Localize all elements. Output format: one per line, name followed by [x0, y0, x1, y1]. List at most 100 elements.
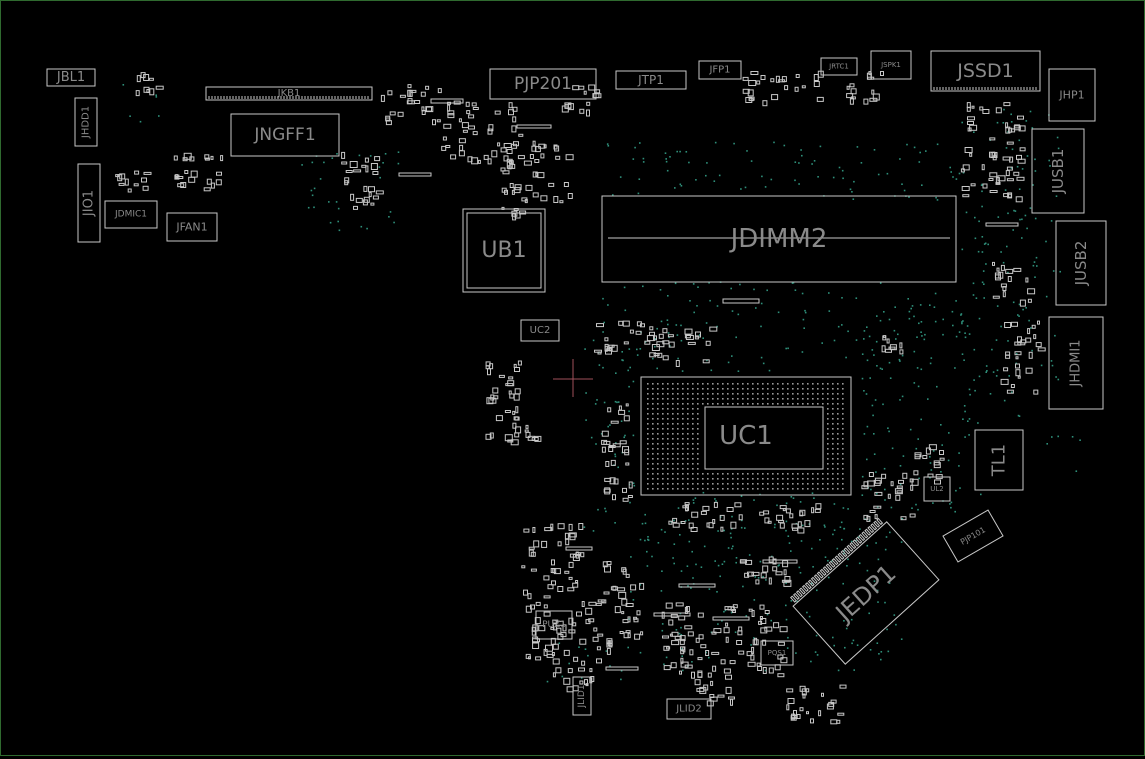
- smd-pad: [174, 174, 180, 180]
- smd-pad: [531, 437, 539, 441]
- bga-pad: [732, 473, 734, 475]
- via: [842, 177, 844, 180]
- bga-pad: [667, 488, 669, 490]
- smd-pad: [770, 78, 775, 83]
- bga-pad: [662, 383, 664, 385]
- via: [730, 536, 732, 539]
- bga-pad: [652, 403, 654, 405]
- component-jedp1[interactable]: JEDP1: [788, 516, 940, 665]
- bga-pad: [797, 398, 799, 400]
- smd-pad: [517, 360, 522, 366]
- via: [853, 180, 855, 183]
- bga-pad: [812, 388, 814, 390]
- smd-pad: [495, 415, 503, 422]
- via: [628, 348, 631, 350]
- via: [665, 656, 668, 659]
- via: [1008, 375, 1010, 377]
- component-jdmic1[interactable]: JDMIC1: [104, 200, 158, 229]
- component-jbl1[interactable]: JBL1: [46, 68, 96, 87]
- bga-pad: [837, 428, 839, 430]
- smd-pad: [772, 566, 778, 572]
- component-jspk1[interactable]: JSPK1: [870, 50, 912, 80]
- smd-pad: [585, 607, 593, 615]
- component-jssd1[interactable]: JSSD1: [930, 50, 1041, 92]
- via: [619, 176, 622, 178]
- component-jrtc1[interactable]: JRTC1: [820, 57, 858, 76]
- pin: [792, 592, 800, 601]
- bga-pad: [762, 478, 764, 480]
- component-pjp101[interactable]: PJP101: [942, 509, 1004, 563]
- via: [639, 538, 642, 541]
- component-jtp1[interactable]: JTP1: [615, 70, 687, 90]
- die-outline: [704, 406, 824, 470]
- component-jdimm2[interactable]: JDIMM2: [601, 195, 957, 283]
- bga-pad: [772, 478, 774, 480]
- bga-pad: [667, 453, 669, 455]
- smd-pad: [1006, 389, 1014, 394]
- smd-pad: [355, 197, 363, 203]
- component-jhdd1[interactable]: JHDD1: [74, 97, 98, 147]
- via: [1014, 210, 1017, 212]
- via: [388, 216, 390, 218]
- component-ub1[interactable]: UB1: [462, 208, 546, 293]
- bga-pad: [662, 433, 664, 435]
- smd-pad: [966, 106, 971, 112]
- via: [1036, 265, 1038, 267]
- bga-pad: [827, 473, 829, 475]
- bga-pad: [752, 478, 754, 480]
- component-outline: [870, 50, 912, 80]
- smd-pad: [739, 560, 747, 564]
- bga-pad: [652, 468, 654, 470]
- via: [870, 488, 872, 491]
- component-jhdmi1[interactable]: JHDMI1: [1048, 316, 1104, 410]
- smd-pad: [443, 123, 452, 129]
- component-uc1[interactable]: UC1: [640, 376, 852, 496]
- component-uc2[interactable]: UC2: [520, 319, 560, 342]
- component-pjp201[interactable]: PJP201: [489, 68, 597, 100]
- component-jusb2[interactable]: JUSB2: [1055, 220, 1107, 306]
- smd-pad: [726, 507, 734, 512]
- trace-bar: [722, 298, 760, 304]
- via: [673, 519, 675, 522]
- smd-pad: [821, 692, 824, 697]
- smd-pad: [210, 155, 214, 160]
- component-ul2[interactable]: UL2: [923, 476, 951, 502]
- smd-pad: [679, 638, 685, 645]
- via: [830, 560, 833, 563]
- component-jio1[interactable]: JIO1: [77, 163, 101, 243]
- via: [841, 297, 843, 299]
- via: [630, 591, 632, 593]
- bga-pad: [812, 473, 814, 475]
- smd-pad: [783, 569, 787, 576]
- component-jkb1[interactable]: JKB1: [205, 86, 373, 101]
- smd-pad: [375, 190, 384, 195]
- smd-pad: [873, 505, 882, 509]
- via: [723, 610, 725, 613]
- smd-pad: [712, 665, 717, 672]
- component-jfp1[interactable]: JFP1: [698, 60, 742, 80]
- component-jlid2[interactable]: JLID2: [666, 698, 712, 720]
- bga-pad: [837, 448, 839, 450]
- component-jngff1[interactable]: JNGFF1: [230, 113, 340, 157]
- component-puz1[interactable]: PUZ1: [535, 610, 573, 640]
- smd-pad: [795, 714, 801, 719]
- component-jhp1[interactable]: JHP1: [1048, 68, 1096, 122]
- component-jfan1[interactable]: JFAN1: [166, 212, 218, 242]
- via: [689, 300, 691, 302]
- via: [612, 194, 614, 196]
- component-jlid1[interactable]: JLID1: [572, 676, 592, 716]
- via: [918, 161, 921, 163]
- component-tl1[interactable]: TL1: [974, 429, 1024, 491]
- via: [955, 335, 958, 338]
- smd-pad: [970, 183, 976, 187]
- via: [1007, 271, 1009, 274]
- bga-pad: [732, 483, 734, 485]
- component-jusb1[interactable]: JUSB1: [1031, 128, 1085, 214]
- smd-pad: [527, 593, 532, 600]
- component-label-jkb1: JKB1: [277, 88, 301, 99]
- via: [681, 655, 683, 657]
- component-pqs1[interactable]: PQS1: [760, 640, 794, 666]
- smd-pad: [962, 194, 970, 198]
